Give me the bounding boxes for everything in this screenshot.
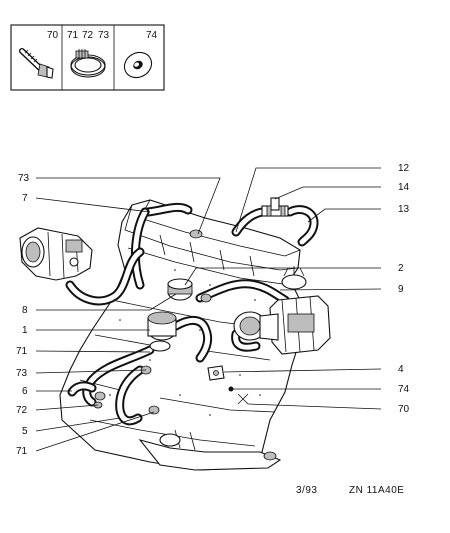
washer-icon — [123, 51, 153, 79]
small-clamps — [93, 229, 212, 415]
callout-72: 72 — [16, 405, 28, 416]
callout-70: 70 — [398, 404, 410, 415]
callout-5: 5 — [22, 426, 28, 437]
parts-legend-box: 70 71 72 73 74 — [10, 24, 165, 91]
drawing-reference: ZN 11A40E — [349, 485, 404, 496]
callout-6: 6 — [22, 386, 28, 397]
callout-71-bottom: 71 — [16, 446, 28, 457]
callouts-right: 12 14 13 2 9 4 74 70 — [398, 163, 410, 415]
drawing-date: 3/93 — [296, 485, 317, 496]
valve-1 — [147, 311, 177, 352]
bracket-4 — [207, 365, 225, 381]
throttle-body — [19, 227, 93, 281]
bolt-icon — [19, 48, 54, 79]
legend-number-74: 74 — [146, 30, 158, 41]
washer-74-mark — [228, 386, 234, 392]
callout-9: 9 — [398, 284, 404, 295]
callout-4: 4 — [398, 364, 404, 375]
pcv-valve-2 — [167, 278, 193, 301]
callout-71-mid: 71 — [16, 346, 28, 357]
legend-number-73: 73 — [98, 30, 110, 41]
oil-filler-cap — [281, 266, 307, 290]
hoses — [65, 202, 319, 426]
callout-73-top: 73 — [18, 173, 30, 184]
leader-lines — [35, 167, 382, 452]
callout-74: 74 — [398, 384, 410, 395]
tee-connector — [261, 197, 289, 217]
callout-73-mid: 73 — [16, 368, 28, 379]
air-flow-meter — [233, 295, 331, 355]
legend-number-70: 70 — [47, 30, 59, 41]
legend-number-71: 71 — [67, 30, 79, 41]
callouts-left: 73 7 8 1 71 73 6 72 5 71 — [16, 173, 30, 457]
callout-1: 1 — [22, 325, 28, 336]
callout-12: 12 — [398, 163, 410, 174]
callout-2: 2 — [398, 263, 404, 274]
callout-14: 14 — [398, 182, 410, 193]
callout-13: 13 — [398, 204, 410, 215]
bolt-70-mark — [237, 393, 249, 405]
callout-8: 8 — [22, 305, 28, 316]
callout-7: 7 — [22, 193, 28, 204]
legend-number-72: 72 — [82, 30, 94, 41]
hose-clamp-icon — [70, 49, 106, 78]
